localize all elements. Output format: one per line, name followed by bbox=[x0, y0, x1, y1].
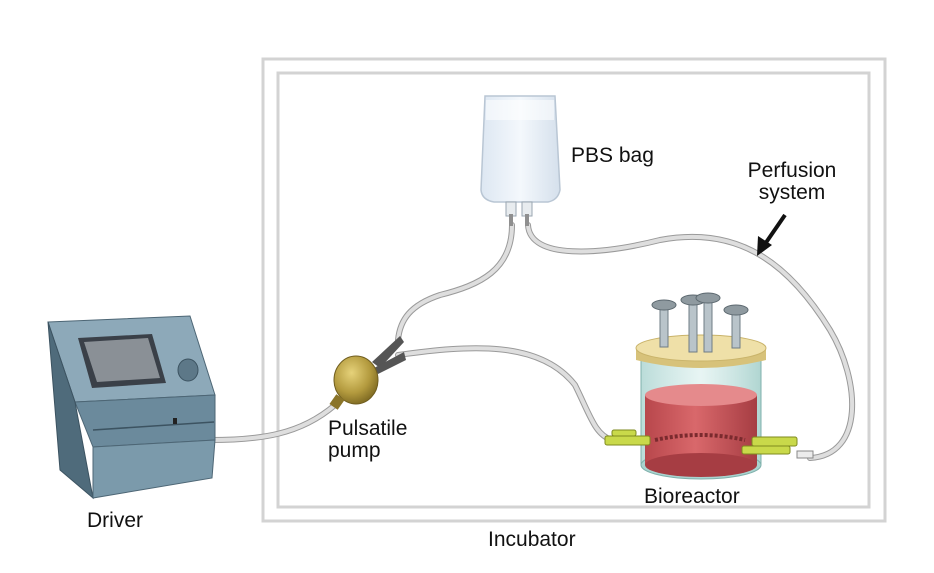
bioreactor-icon bbox=[604, 292, 814, 480]
perfusion-system-label-line1: Perfusion bbox=[747, 159, 837, 182]
bioreactor-label: Bioreactor bbox=[644, 485, 740, 508]
pbs-bag-icon bbox=[480, 95, 561, 226]
driver-label: Driver bbox=[87, 509, 143, 532]
pulsatile-pump-label-line2: pump bbox=[328, 439, 381, 462]
pulsatile-pump-label-line1: Pulsatile bbox=[328, 417, 408, 440]
perfusion-system-label-line2: system bbox=[758, 181, 826, 204]
pulsatile-pump-label: Pulsatile pump bbox=[328, 418, 407, 462]
tubing bbox=[207, 222, 856, 461]
incubator-label: Incubator bbox=[488, 528, 576, 551]
perfusion-arrow-icon bbox=[757, 213, 787, 256]
pbs-bag-label: PBS bag bbox=[571, 144, 654, 167]
driver-device-icon bbox=[47, 315, 216, 500]
incubator-frame bbox=[261, 57, 887, 523]
pulsatile-pump-icon bbox=[329, 336, 406, 410]
perfusion-system-label: Perfusion system bbox=[733, 160, 851, 204]
